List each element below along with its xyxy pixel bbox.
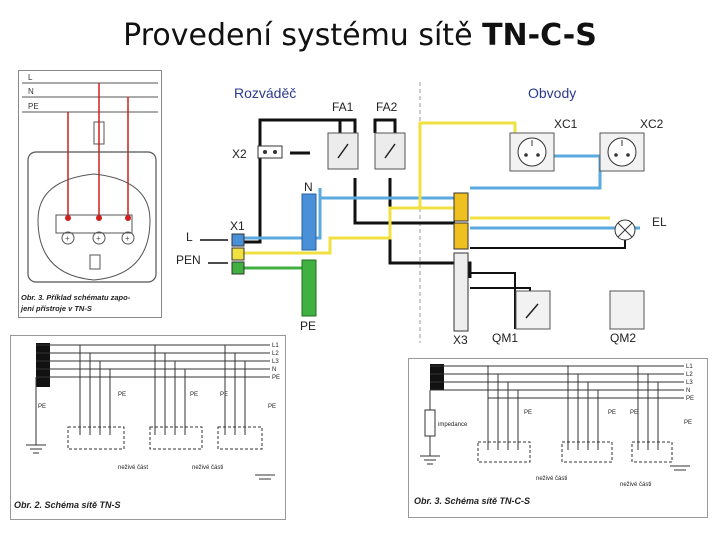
tncs-pe-label-1: PE	[608, 410, 616, 416]
line-l-label: L	[28, 73, 33, 82]
tns-pe-label-3: PE	[220, 392, 228, 398]
tns-part-label-0: neživé část	[118, 465, 148, 471]
svg-text:+: +	[125, 234, 130, 243]
svg-text:+: +	[65, 234, 70, 243]
tns-pe-label-1: PE	[118, 392, 126, 398]
xc2-label: XC2	[640, 117, 664, 131]
socket-caption-1: Obr. 3. Příklad schématu zapo-	[21, 293, 131, 302]
tns-line-l2: L2	[272, 351, 279, 357]
tncs-caption: Obr. 3. Schéma sítě TN-C-S	[414, 496, 530, 506]
tns-pe-label-2: PE	[190, 392, 198, 398]
qm1-label: QM1	[492, 331, 518, 345]
tncs-line-l3: L3	[686, 380, 693, 386]
tncs-pe-label-2: PE	[630, 410, 638, 416]
pe-label: PE	[300, 319, 316, 333]
tncs-line-n: N	[686, 388, 690, 394]
n-busbar	[301, 193, 317, 251]
tns-pe-label-4: PE	[268, 404, 276, 410]
tns-line-l1: L1	[272, 343, 279, 349]
l-label: L	[186, 230, 193, 244]
line-pe-label: PE	[28, 102, 39, 111]
tncs-part-label-0: neživé části	[536, 476, 567, 482]
qm2-switch	[609, 290, 645, 330]
tns-line-n: N	[272, 367, 276, 373]
tns-line-l3: L3	[272, 359, 279, 365]
tn-c-s-schematic-panel: L1 L2 L3 N PE impedance PE PE PE PE neži…	[408, 358, 708, 518]
tns-pe-label-0: PE	[38, 404, 46, 410]
x3-label: X3	[453, 333, 468, 347]
qm2-label: QM2	[610, 331, 636, 345]
tncs-pe-label-0: PE	[524, 410, 532, 416]
impedance-box	[424, 409, 436, 437]
tns-part-label-1: neživé části	[192, 465, 223, 471]
tncs-line-l1: L1	[686, 364, 693, 370]
socket-outline	[27, 151, 157, 283]
impedance-label: impedance	[438, 422, 468, 428]
distribution-board-panel: Rozváděč Obvody FA1 FA2 X2 N X1 L PEN PE	[170, 78, 680, 348]
x1-label: X1	[230, 219, 245, 233]
x2-label: X2	[232, 147, 247, 161]
tns-caption: Obr. 2. Schéma sítě TN-S	[14, 500, 121, 510]
n-label: N	[304, 180, 313, 194]
tncs-pe-label-3: PE	[684, 420, 692, 426]
tncs-part-label-1: neživé části	[620, 482, 651, 488]
tncs-line-l2: L2	[686, 372, 693, 378]
svg-text:+: +	[96, 234, 101, 243]
obvody-header: Obvody	[528, 85, 576, 101]
socket-caption-2: jení přístroje v TN-S	[20, 304, 92, 313]
fa1-label: FA1	[332, 100, 354, 114]
fa2-label: FA2	[376, 100, 398, 114]
tncs-line-pe: PE	[686, 396, 694, 402]
xc1-label: XC1	[554, 117, 578, 131]
line-n-label: N	[28, 87, 34, 96]
tns-line-pe: PE	[272, 375, 280, 381]
pen-label: PEN	[176, 253, 201, 267]
socket-wiring-panel: L N PE + + + Obr. 3. Příklad schématu za…	[18, 70, 162, 318]
page-title: Provedení systému sítě TN-C-S	[123, 18, 597, 53]
tn-s-schematic-panel: L1 L2 L3 N PE PE PE PE PE PE neživé část…	[10, 335, 286, 520]
el-label: EL	[652, 215, 667, 229]
rozvadec-header: Rozváděč	[234, 85, 296, 101]
pe-busbar	[301, 259, 317, 317]
